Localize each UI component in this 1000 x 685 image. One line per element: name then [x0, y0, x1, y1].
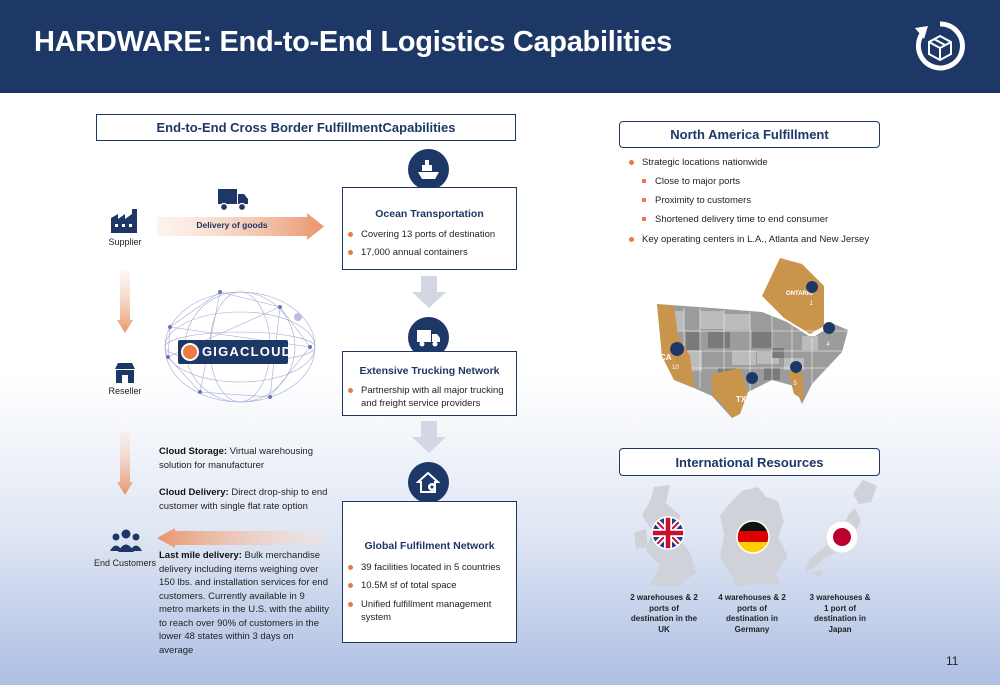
- factory-icon: [111, 209, 137, 233]
- end-customers-icon: [110, 529, 142, 552]
- map-label-ca: CA: [660, 353, 672, 362]
- ocean-to-trucking-arrow: [412, 276, 446, 308]
- uk-caption: 2 warehouses & 2 ports of destination in…: [630, 593, 698, 634]
- global-title: Global Fulfilment Network: [364, 540, 495, 552]
- map-pin-ca[interactable]: 10: [670, 342, 685, 374]
- gigacloud-emblem-icon: [181, 343, 199, 361]
- header-bar: HARDWARE: End-to-End Logistics Capabilit…: [0, 0, 1000, 93]
- na-sub-2: Proximity to customers: [641, 195, 752, 206]
- svg-text:10: 10: [672, 365, 679, 371]
- germany-caption: 4 warehouses & 2 ports of destination in…: [718, 593, 786, 634]
- ocean-transportation-card: Ocean Transportation Covering 13 ports o…: [342, 187, 517, 270]
- delivery-label: Delivery of goods: [196, 220, 268, 230]
- page-title: HARDWARE: End-to-End Logistics Capabilit…: [34, 26, 673, 58]
- map-pin-ontario[interactable]: 1: [806, 281, 819, 308]
- ocean-title: Ocean Transportation: [375, 208, 484, 220]
- na-sub-3: Shortened delivery time to end consumer: [641, 214, 829, 225]
- end-customers-label: End Customers: [93, 558, 157, 568]
- delivery-arrow: [157, 213, 324, 240]
- trucking-bullet-1: Partnership with all major trucking and …: [348, 384, 511, 410]
- gigacloud-logo: GIGACLOUD: [178, 340, 291, 364]
- us-map: ONTARIO CA TX 1 4 10 1 5: [657, 258, 848, 418]
- uk-flag-icon: [651, 516, 685, 550]
- global-fulfilment-card: Global Fulfilment Network 39 facilities …: [342, 501, 517, 643]
- svg-text:4: 4: [827, 342, 831, 348]
- ocean-bullet-2: 17,000 annual containers: [348, 247, 468, 258]
- last-mile-text: Last mile delivery: Bulk merchandise del…: [159, 549, 329, 657]
- svg-text:1: 1: [750, 392, 754, 398]
- japan-flag-icon: [825, 520, 859, 554]
- germany-flag-icon: [736, 520, 770, 554]
- last-mile-title: Last mile delivery:: [159, 550, 242, 561]
- left-section-title: End-to-End Cross Border FulfillmentCapab…: [96, 114, 516, 141]
- north-america-title: North America Fulfillment: [619, 121, 880, 148]
- return-arrow: [157, 528, 324, 548]
- na-bullet-2: Key operating centers in L.A., Atlanta a…: [628, 234, 870, 245]
- cloud-delivery-text: Cloud Delivery: Direct drop-ship to end …: [159, 486, 329, 513]
- global-bullet-2: 10.5M sf of total space: [348, 580, 457, 591]
- map-pin-ga[interactable]: 5: [790, 361, 803, 388]
- map-label-tx: TX: [736, 395, 747, 404]
- japan-caption: 3 warehouses & 1 port of destination in …: [809, 593, 871, 634]
- svg-text:5: 5: [794, 381, 798, 387]
- reseller-down-arrow: [117, 432, 133, 495]
- cloud-storage-desc: Virtual warehousing solution for manufac…: [159, 446, 313, 471]
- na-bullet-1: Strategic locations nationwide: [629, 157, 768, 168]
- map-label-ontario: ONTARIO: [786, 291, 814, 297]
- svg-text:1: 1: [810, 301, 814, 307]
- page-number: 11: [946, 654, 959, 668]
- warehouse-gear-icon: [408, 462, 449, 503]
- global-bullet-1: 39 facilities located in 5 countries: [347, 562, 501, 573]
- map-pin-tx[interactable]: 1: [746, 372, 759, 399]
- ocean-bullet-1: Covering 13 ports of destination: [347, 229, 496, 240]
- last-mile-desc: Bulk merchandise delivery including item…: [159, 550, 330, 656]
- cloud-storage-title: Cloud Storage:: [159, 446, 228, 457]
- supplier-label: Supplier: [108, 237, 142, 247]
- trucking-title: Extensive Trucking Network: [359, 365, 500, 377]
- company-logo-icon: [915, 21, 965, 71]
- trucking-to-global-arrow: [412, 421, 446, 453]
- international-title: International Resources: [619, 448, 880, 476]
- cloud-delivery-desc: Direct drop-ship to end customer with si…: [159, 487, 328, 512]
- reseller-label: Reseller: [108, 386, 142, 396]
- delivery-truck-icon: [218, 189, 248, 212]
- cloud-delivery-title: Cloud Delivery:: [159, 487, 229, 498]
- cloud-storage-text: Cloud Storage: Virtual warehousing solut…: [159, 445, 329, 472]
- ship-icon: [408, 149, 449, 190]
- trucking-network-card: Extensive Trucking Network Partnership w…: [342, 351, 517, 416]
- na-sub-1: Close to major ports: [641, 176, 741, 187]
- supplier-down-arrow: [117, 270, 133, 333]
- store-icon: [115, 363, 135, 383]
- global-bullet-3: Unified fulfillment management system: [348, 598, 516, 624]
- map-pin-nj[interactable]: 4: [823, 322, 836, 349]
- japan-map: [805, 480, 877, 576]
- gigacloud-label: GIGACLOUD: [202, 344, 293, 359]
